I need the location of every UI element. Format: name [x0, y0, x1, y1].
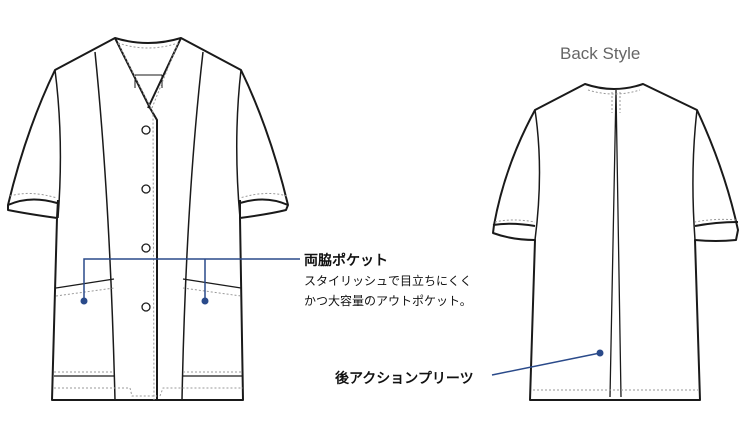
pocket-callout-line: [83, 258, 300, 301]
pocket-desc-line: かつ大容量のアウトポケット。: [304, 294, 472, 308]
pocket-marker-left: [80, 297, 88, 305]
pocket-callout-title: 両脇ポケット: [304, 253, 388, 269]
front-stitching: [9, 42, 288, 401]
front-buttons: [141, 125, 151, 312]
back-style-title: Back Style: [560, 44, 641, 63]
pocket-callout-description: スタイリッシュで目立ちにくく かつ大容量のアウトポケット。: [304, 271, 472, 311]
front-garment: [7, 37, 289, 401]
button: [141, 302, 151, 312]
pocket-desc-line: スタイリッシュで目立ちにくく: [304, 274, 472, 288]
pocket-marker-right: [201, 297, 209, 305]
button: [141, 125, 151, 135]
back-garment: [492, 83, 739, 401]
button: [141, 184, 151, 194]
pleat-marker: [596, 349, 604, 357]
button: [141, 243, 151, 253]
pleat-callout-title: 後アクションプリーツ: [335, 371, 474, 387]
pleat-callout-line: [491, 352, 601, 376]
